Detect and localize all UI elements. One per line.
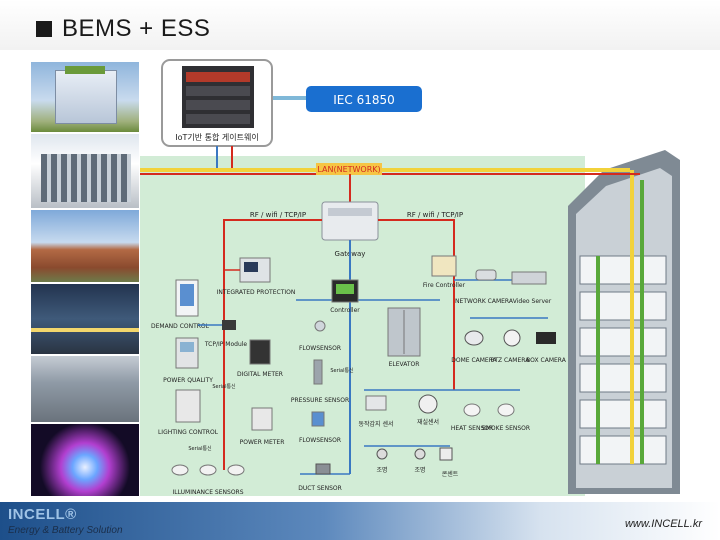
brand-logo: INCELL® — [8, 506, 77, 523]
ptz-camera-label: PTZ CAMERA — [491, 357, 530, 364]
lighting-control-device-icon — [175, 389, 201, 423]
duct-sensor-label: DUCT SENSOR — [298, 485, 342, 492]
page-header: BEMS + ESS — [36, 14, 210, 44]
gateway-device-icon — [321, 201, 379, 241]
video-server-label: Video Server — [513, 298, 552, 305]
tcpip-module-device-icon — [222, 320, 236, 330]
pressure-sensor-label: PRESSURE SENSOR — [291, 397, 349, 404]
occupancy-sensor-label: 재실센서 — [417, 418, 439, 426]
illuminance-sensor-icon-1 — [171, 464, 189, 476]
box-camera-label: BOX CAMERA — [526, 357, 567, 364]
street-lights — [31, 328, 139, 332]
footer-band — [0, 502, 720, 540]
serial-label-c: Serial통신 — [330, 367, 354, 374]
rf-link-left-label: RF / wifi / TCP/IP — [250, 211, 306, 219]
power-quality-label: POWER QUALITY — [163, 377, 213, 384]
iec-61850-label: IEC 61850 — [333, 93, 395, 107]
building-photo-2 — [31, 134, 139, 208]
green-roof — [65, 66, 105, 74]
illuminance-sensor-icon-3 — [227, 464, 245, 476]
fire-controller-label: Fire Controller — [423, 282, 466, 289]
page-title: BEMS + ESS — [62, 15, 211, 42]
flow-sensor-1-label: FLOWSENSOR — [299, 345, 341, 352]
dome-camera-icon — [464, 330, 484, 346]
rf-link-right-label: RF / wifi / TCP/IP — [407, 211, 463, 219]
occupancy-sensor-icon — [418, 394, 438, 414]
building-facade — [55, 70, 117, 124]
dome-camera-label: DOME CAMERA — [451, 357, 497, 364]
building-cutaway — [568, 150, 680, 494]
building-photo-1 — [31, 62, 139, 132]
smoke-sensor-icon — [497, 403, 515, 417]
outlet-icon — [439, 447, 453, 461]
integrated-protection-label: INTEGRATED PROTECTION — [217, 289, 296, 296]
video-server-icon — [511, 271, 547, 285]
left-margin — [0, 50, 28, 502]
iec-61850-box — [306, 86, 422, 112]
fire-controller-icon — [431, 255, 457, 277]
illuminance-sensors-label: ILLUMINANCE SENSORS — [172, 489, 243, 496]
outlet-label: 콘센트 — [442, 470, 459, 478]
header-band — [0, 0, 720, 50]
serial-label-a: Serial통신 — [212, 383, 236, 390]
ptz-camera-icon — [503, 329, 521, 347]
flow-sensor-icon-2 — [311, 411, 325, 427]
iot-gateway-label: IoT기반 통합 게이트웨이 — [175, 132, 258, 142]
flow-sensor-icon-1 — [314, 320, 326, 332]
demand-control-label: DEMAND CONTROL — [151, 323, 210, 330]
light-icon-1 — [376, 448, 388, 460]
box-camera-icon — [536, 332, 556, 344]
building-photo-6 — [31, 424, 139, 496]
building-photo-4 — [31, 284, 139, 354]
serial-label-b: Serial통신 — [188, 445, 212, 452]
digital-meter-device-icon — [249, 339, 271, 365]
motion-sensor-label: 동작감지 센서 — [358, 420, 393, 428]
duct-sensor-icon — [315, 463, 331, 475]
power-meter-label: POWER METER — [240, 439, 285, 446]
network-camera-icon — [475, 269, 497, 281]
flow-sensor-2-label: FLOWSENSOR — [299, 437, 341, 444]
pressure-sensor-icon — [313, 359, 323, 385]
illuminance-sensor-icon-2 — [199, 464, 217, 476]
building-photo-5 — [31, 356, 139, 422]
light-1-label: 조명 — [376, 466, 387, 474]
power-meter-device-icon — [251, 407, 273, 431]
heat-sensor-icon — [463, 403, 481, 417]
network-camera-label: NETWORK CAMERA — [455, 298, 514, 305]
light-2-label: 조명 — [414, 466, 425, 474]
heat-sensor-label: HEAT SENSOR — [451, 425, 493, 432]
lighting-control-label: LIGHTING CONTROL — [158, 429, 219, 436]
elevator-label: ELEVATOR — [389, 361, 420, 368]
tcpip-module-label: TCP/IP Module — [204, 341, 248, 348]
digital-meter-label: DIGITAL METER — [237, 371, 283, 378]
motion-sensor-icon — [365, 395, 387, 411]
office-facade — [41, 154, 131, 202]
controller-label: Controller — [330, 307, 360, 314]
website-link[interactable]: www.INCELL.kr — [624, 518, 702, 530]
building-photo-3 — [31, 210, 139, 282]
lan-network-label: LAN(NETWORK) — [317, 165, 380, 174]
light-icon-2 — [414, 448, 426, 460]
title-bullet-icon — [36, 21, 52, 37]
brand-slogan: Energy & Battery Solution — [8, 525, 123, 536]
smoke-sensor-label: SMOKE SENSOR — [482, 425, 530, 432]
